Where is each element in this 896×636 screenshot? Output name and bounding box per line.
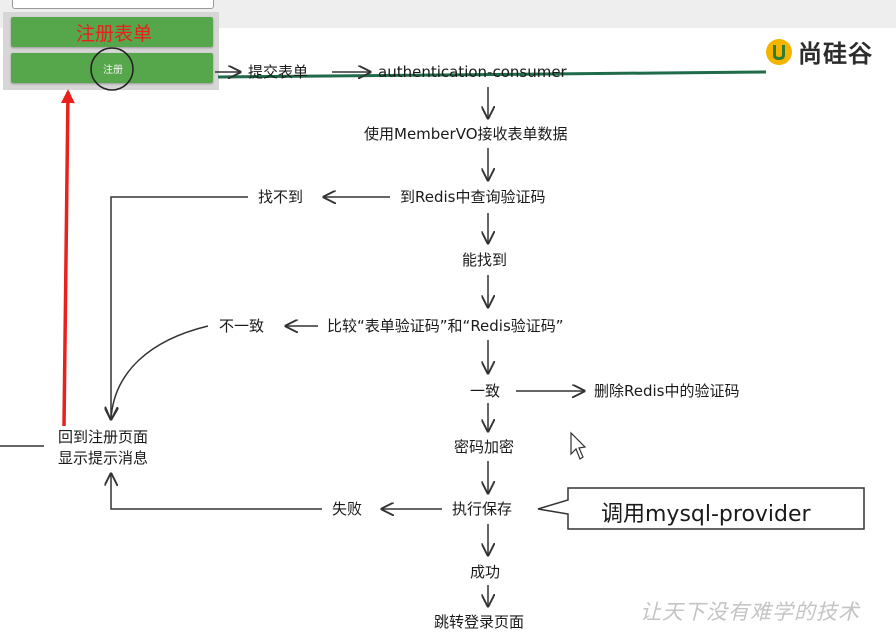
node-goto-login: 跳转登录页面 — [434, 613, 525, 631]
node-success: 成功 — [470, 563, 501, 581]
brand-logo: 尚硅谷 — [764, 34, 873, 69]
callout-mysql-provider: 调用mysql-provider — [601, 502, 811, 527]
node-match: 一致 — [470, 382, 501, 400]
node-compare: 比较“表单验证码”和“Redis验证码” — [327, 317, 564, 335]
register-button[interactable]: 注册 — [11, 53, 213, 83]
register-form-label: 注册表单 — [76, 23, 153, 45]
node-delete-code: 删除Redis中的验证码 — [594, 382, 740, 400]
watermark: 让天下没有难学的技术 — [640, 600, 860, 624]
logo-icon — [766, 38, 792, 65]
node-mismatch: 不一致 — [219, 317, 265, 335]
node-failure: 失败 — [332, 500, 363, 518]
node-submit: 提交表单 — [248, 63, 309, 81]
register-button-label: 注册 — [103, 65, 123, 76]
top-input[interactable] — [12, 0, 214, 9]
register-form-button[interactable]: 注册表单 — [11, 17, 213, 47]
node-back-line2: 显示提示消息 — [58, 449, 149, 467]
node-consumer: authentication-consumer — [378, 63, 567, 81]
node-encrypt: 密码加密 — [454, 438, 515, 456]
logo-text: 尚硅谷 — [798, 40, 873, 68]
node-save: 执行保存 — [452, 500, 513, 518]
node-query-redis: 到Redis中查询验证码 — [400, 188, 546, 206]
node-found: 能找到 — [462, 251, 508, 269]
node-not-found: 找不到 — [258, 188, 304, 206]
node-receive: 使用MemberVO接收表单数据 — [364, 125, 568, 143]
node-back-line1: 回到注册页面 — [58, 428, 149, 446]
